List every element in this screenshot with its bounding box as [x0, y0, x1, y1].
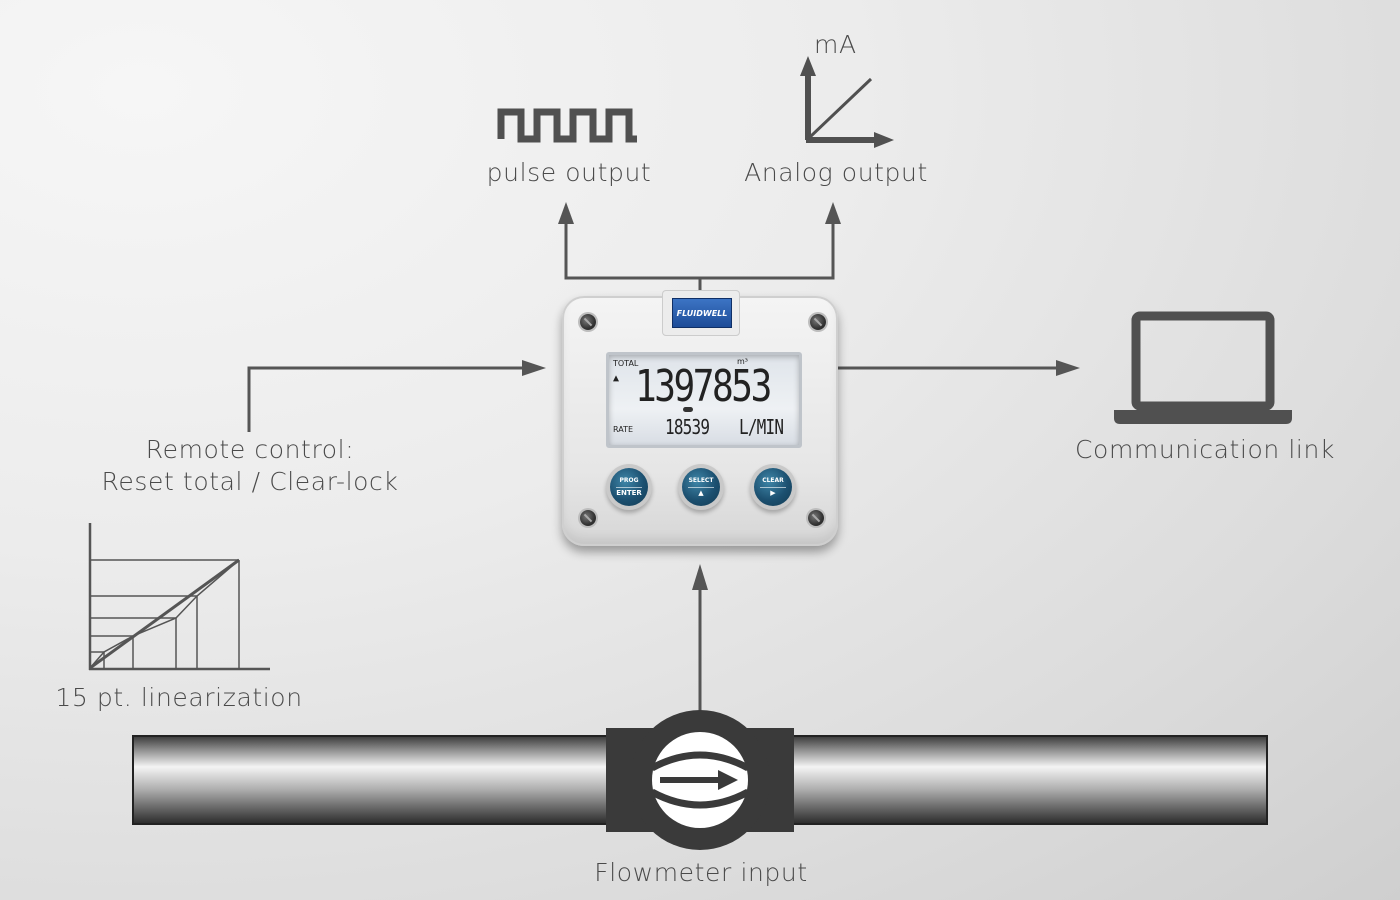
screw-icon-top-right	[810, 314, 826, 330]
flowmeter-arrowhead	[692, 564, 708, 590]
linearization-label: 15 pt. linearization	[55, 683, 303, 712]
remote-control-arrowhead	[522, 360, 546, 376]
select-button[interactable]: SELECT ▲	[682, 468, 720, 506]
output-arrows	[564, 218, 835, 292]
pulse-output-label: pulse output	[486, 158, 652, 187]
pulse-wave-icon	[497, 108, 637, 143]
fluidwell-logo: FLUIDWELL	[672, 298, 732, 328]
analog-output-label: Analog output	[744, 158, 928, 187]
total-value: 1397853	[635, 361, 772, 412]
lcd-display: TOTAL m³ ▲ 1397853 RATE 18539 L/MIN	[606, 352, 802, 448]
select-label: SELECT	[688, 477, 714, 484]
laptop-icon	[1114, 311, 1292, 424]
prog-enter-button[interactable]: PROG ENTER	[610, 468, 648, 506]
screw-icon-bottom-left	[580, 510, 596, 526]
flowmeter-icon	[606, 710, 794, 850]
screw-icon-bottom-right	[808, 510, 824, 526]
right-arrow-icon: ▶	[770, 489, 776, 497]
remote-control-arrow	[247, 366, 524, 432]
linearization-chart-icon	[88, 523, 270, 671]
rate-label: RATE	[613, 425, 634, 434]
analog-graph-icon	[800, 56, 894, 148]
up-arrow-icon: ▲	[698, 489, 704, 497]
communication-link-label: Communication link	[1074, 435, 1336, 464]
enter-label: ENTER	[616, 489, 642, 497]
remote-control-label-line2: Reset total / Clear-lock	[101, 467, 399, 496]
fluidwell-indicator-device: FLUIDWELL TOTAL m³ ▲ 1397853 RATE 18539 …	[562, 290, 838, 546]
total-unit: m³	[737, 357, 748, 366]
analog-unit-label: mA	[814, 30, 857, 59]
logo-tab: FLUIDWELL	[662, 290, 740, 336]
communication-arrowhead	[1056, 360, 1080, 376]
arrow-up-icon: ▲	[613, 373, 620, 384]
analog-arrowhead	[825, 202, 841, 224]
prog-label: PROG	[619, 477, 639, 484]
rate-value: 18539	[665, 415, 710, 439]
remote-control-label-line1: Remote control:	[145, 435, 355, 464]
rate-unit: L/MIN	[739, 415, 784, 439]
pulse-arrowhead	[558, 202, 574, 224]
clear-label: CLEAR	[762, 477, 784, 484]
flowmeter-input-label: Flowmeter input	[594, 858, 808, 887]
clear-button[interactable]: CLEAR ▶	[754, 468, 792, 506]
total-label: TOTAL	[613, 359, 639, 368]
indicator-dot	[683, 407, 693, 412]
screw-icon-top-left	[580, 314, 596, 330]
